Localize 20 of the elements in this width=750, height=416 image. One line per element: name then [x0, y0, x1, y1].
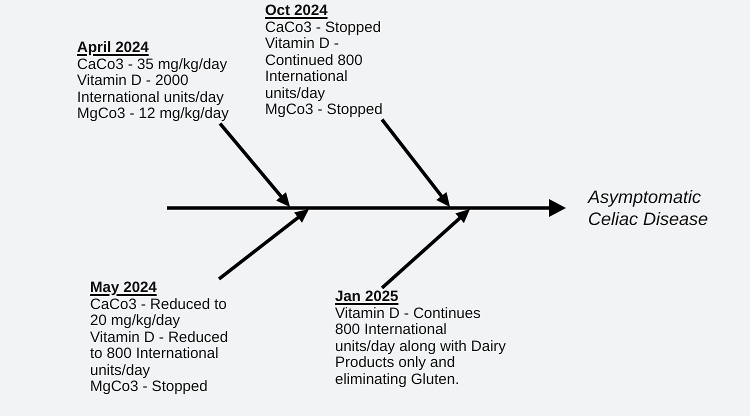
arrow: [218, 122, 290, 208]
arrow: [380, 118, 450, 208]
treatment-note: CaCo3 - Reduced to 20 mg/kg/day: [90, 296, 228, 330]
outcome-label: Asymptomatic Celiac Disease: [588, 186, 710, 230]
treatment-note: MgCo3 - Stopped: [90, 379, 208, 396]
treatment-note: Vitamin D - Continued 800 International units/day: [265, 36, 363, 102]
treatment-note: Vitamin D - 2000 International units/day: [77, 73, 224, 106]
treatment-note: Vitamin D - Reduced to 800 International units/day: [90, 330, 230, 379]
arrow: [218, 209, 310, 280]
treatment-note: MgCo3 - 12 mg/kg/day: [77, 106, 229, 122]
treatment-note: CaCo3 - 35 mg/kg/day: [77, 56, 228, 73]
date-heading: April 2024: [77, 40, 149, 56]
date-heading: Jan 2025: [335, 289, 398, 306]
arrow: [167, 199, 566, 217]
treatment-note: MgCo3 - Stopped: [265, 102, 383, 118]
date-heading: May 2024: [90, 280, 157, 296]
treatment-note: CaCo3 - Stopped: [265, 20, 381, 36]
arrow: [380, 208, 470, 290]
treatment-note: Vitamin D - Continues 800 International units/day along with Dairy Products only and eliminating Gluten.: [335, 306, 507, 388]
date-heading: Oct 2024: [265, 3, 328, 20]
